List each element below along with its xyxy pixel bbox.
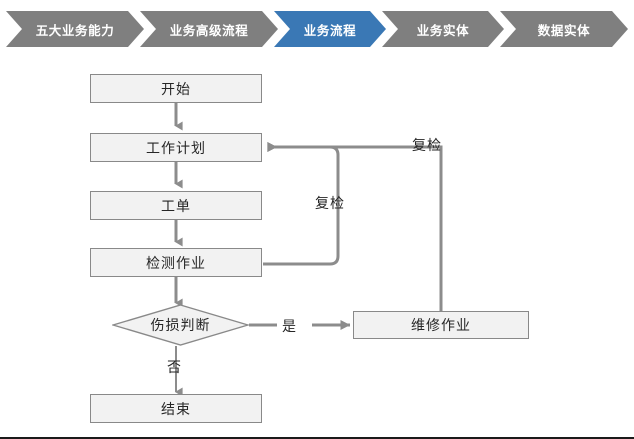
edge-label-recheck-outer: 复检: [412, 137, 442, 153]
node-start[interactable]: 开始: [90, 74, 262, 103]
node-inspection[interactable]: 检测作业: [90, 248, 262, 277]
node-workplan[interactable]: 工作计划: [90, 133, 262, 162]
node-decision[interactable]: 伤损判断: [112, 304, 249, 346]
node-workorder-label: 工单: [161, 197, 191, 214]
chevron-shape-5: [500, 11, 628, 47]
chevron-shape-1: [6, 11, 144, 47]
edge-label-recheck-inner: 复检: [315, 195, 345, 211]
diamond-shape: [112, 304, 249, 346]
edge-label-yes: 是: [282, 318, 297, 334]
node-repair[interactable]: 维修作业: [353, 311, 529, 339]
node-decision-label: 伤损判断: [150, 317, 211, 333]
edge-label-no: 否: [167, 359, 182, 375]
node-inspection-label: 检测作业: [146, 254, 206, 271]
node-workplan-label: 工作计划: [146, 139, 206, 156]
node-start-label: 开始: [161, 80, 191, 97]
edge-repair-to-workplan-recheck: [267, 142, 443, 311]
node-repair-label: 维修作业: [411, 317, 471, 333]
node-end[interactable]: 结束: [90, 394, 262, 423]
node-workorder[interactable]: 工单: [90, 191, 262, 220]
node-end-label: 结束: [161, 400, 191, 417]
chevron-shape-3: [274, 11, 386, 47]
chevron-shape-2: [140, 11, 278, 47]
chevron-shape-4: [382, 11, 504, 47]
